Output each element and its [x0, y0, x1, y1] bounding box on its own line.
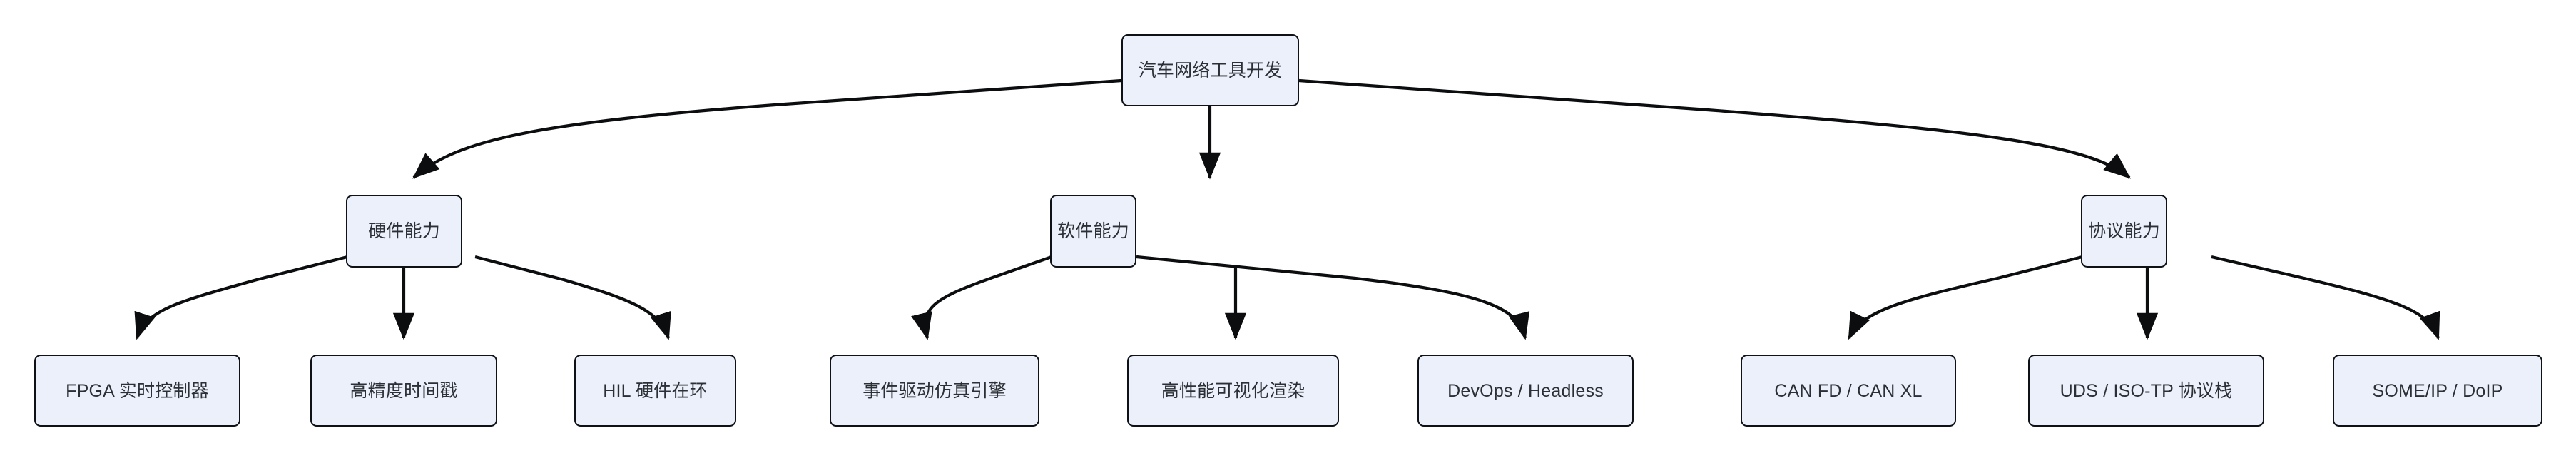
node-uds[interactable]: UDS / ISO-TP 协议栈 [2028, 355, 2264, 427]
node-devops[interactable]: DevOps / Headless [1417, 355, 1634, 427]
edge-software-to-devops [1136, 255, 1530, 340]
node-timestamp-label: 高精度时间戳 [350, 380, 458, 401]
node-fpga-label: FPGA 实时控制器 [66, 380, 209, 401]
edge-hardware-to-fpga [134, 255, 348, 340]
node-sim[interactable]: 事件驱动仿真引擎 [830, 355, 1039, 427]
node-canfd-label: CAN FD / CAN XL [1774, 380, 1923, 401]
node-root[interactable]: 汽车网络工具开发 [1121, 34, 1299, 106]
node-fpga[interactable]: FPGA 实时控制器 [34, 355, 240, 427]
node-hil-label: HIL 硬件在环 [603, 380, 708, 401]
node-software-label: 软件能力 [1057, 221, 1129, 241]
node-uds-label: UDS / ISO-TP 协议栈 [2060, 380, 2233, 401]
node-hardware-label: 硬件能力 [368, 221, 440, 241]
node-root-label: 汽车网络工具开发 [1138, 60, 1283, 81]
edge-hardware-to-hil [474, 255, 671, 340]
node-render[interactable]: 高性能可视化渲染 [1127, 355, 1339, 427]
node-devops-label: DevOps / Headless [1447, 380, 1604, 401]
node-protocol-label: 协议能力 [2088, 221, 2160, 241]
node-someip-label: SOME/IP / DoIP [2372, 380, 2503, 401]
edge-protocol-to-canfd [1848, 255, 2083, 340]
node-hil[interactable]: HIL 硬件在环 [574, 355, 736, 427]
edge-root-to-hardware [412, 78, 1122, 179]
node-software[interactable]: 软件能力 [1050, 195, 1136, 268]
node-render-label: 高性能可视化渲染 [1161, 380, 1305, 401]
node-someip[interactable]: SOME/IP / DoIP [2333, 355, 2542, 427]
node-protocol[interactable]: 协议能力 [2081, 195, 2167, 268]
node-hardware[interactable]: 硬件能力 [346, 195, 462, 268]
node-sim-label: 事件驱动仿真引擎 [862, 380, 1007, 401]
edge-software-to-sim [911, 255, 1052, 340]
edge-root-to-protocol [1298, 78, 2131, 179]
node-canfd[interactable]: CAN FD / CAN XL [1741, 355, 1956, 427]
edge-protocol-to-someip [2211, 255, 2440, 340]
node-timestamp[interactable]: 高精度时间戳 [310, 355, 497, 427]
